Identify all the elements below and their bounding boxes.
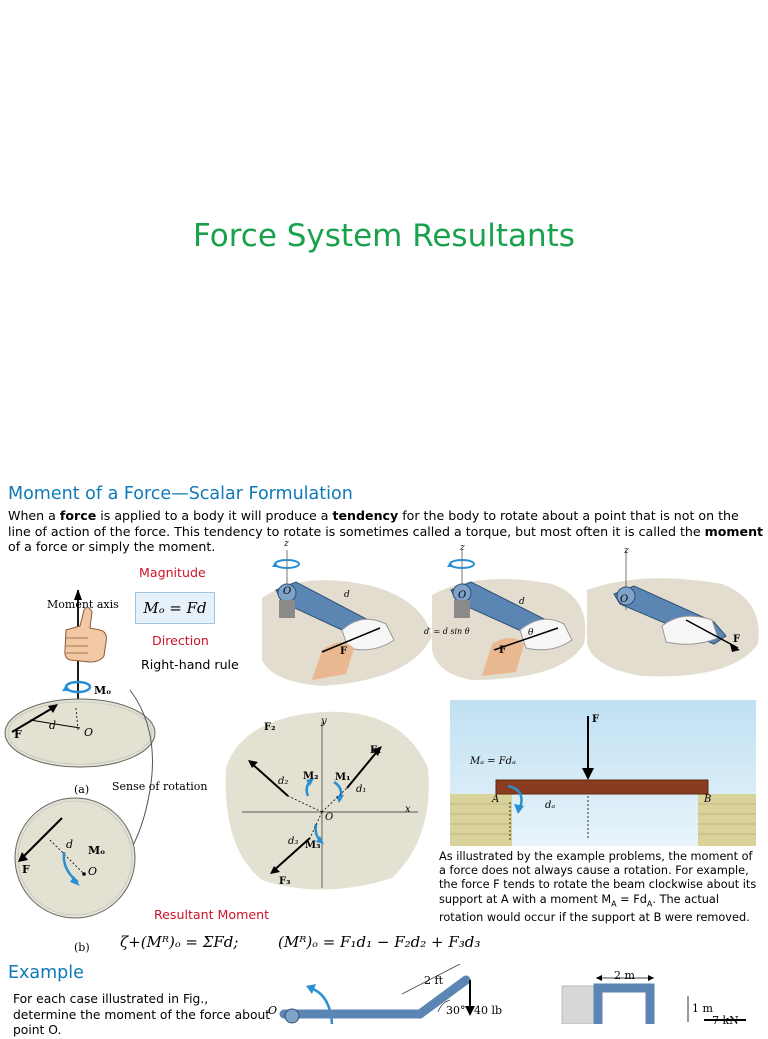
wrench2-theta: θ — [528, 628, 534, 638]
o-label-a: O — [84, 726, 94, 739]
d-label-a: d — [49, 719, 57, 732]
intro-paragraph: When a force is applied to a body it wil… — [8, 508, 764, 554]
resultant-eq-expanded: (Mᴿ)ₒ = F₁d₁ − F₂d₂ + F₃d₃ — [278, 933, 481, 951]
beam-f-label: F — [592, 714, 600, 725]
fig-b-label: (b) — [74, 941, 90, 954]
sense-of-rotation-label: Sense of rotation — [112, 780, 208, 793]
beam-ma-label: Mₐ = Fdₐ — [470, 756, 516, 767]
f-label-a: F — [14, 728, 22, 741]
beam-explanation: As illustrated by the example problems, … — [439, 850, 757, 925]
beam-illustration — [450, 700, 756, 846]
wrench1-f: F — [340, 646, 348, 657]
example-30deg-label: 30° — [446, 1004, 466, 1017]
m3-label: M₃ — [305, 840, 321, 851]
example-7kn-label: 7 kN — [712, 1014, 739, 1027]
wrench2-o: O — [458, 590, 467, 601]
wrench2-f: F — [499, 645, 507, 656]
moment-formula: Mₒ = Fd — [135, 592, 215, 624]
wrench2-d: d — [519, 597, 525, 607]
wrench3-o: O — [620, 594, 629, 605]
resultant-moment-diagram — [225, 711, 429, 890]
beam-a-label: A — [492, 794, 500, 805]
wrench1-d: d — [344, 590, 350, 600]
right-hand-rule-label: Right-hand rule — [141, 657, 239, 672]
mo-label-b: Mₒ — [88, 844, 106, 857]
mo-label-a: Mₒ — [94, 684, 112, 697]
f1-label: F₁ — [370, 745, 382, 756]
example-2ft-label: 2 ft — [424, 974, 443, 987]
m1-label: M₁ — [335, 772, 351, 783]
beam-b-label: B — [704, 794, 712, 805]
resultant-moment-label: Resultant Moment — [154, 907, 270, 922]
example-heading: Example — [8, 963, 84, 983]
wrench1-o: O — [283, 586, 292, 597]
wrench1-z: z — [284, 539, 289, 549]
d2-label: d₂ — [278, 776, 289, 787]
example-40lb-label: 40 lb — [474, 1004, 503, 1017]
example-text: For each case illustrated in Fig., deter… — [13, 992, 271, 1037]
wrench2-z: z — [460, 543, 465, 553]
fig-a-label: (a) — [74, 783, 90, 796]
origin-label: O — [325, 812, 334, 823]
d-label-b: d — [66, 838, 74, 851]
d1-label: d₁ — [356, 784, 367, 795]
example-figures — [279, 964, 746, 1024]
page-title: Force System Resultants — [193, 218, 575, 254]
thumbs-up-hand-icon — [64, 606, 107, 663]
moment-diagram-ab — [4, 590, 156, 919]
m2-label: M₂ — [303, 771, 319, 782]
y-axis-label: y — [321, 716, 327, 727]
o-label-b: O — [88, 865, 98, 878]
magnitude-label: Magnitude — [139, 565, 206, 580]
example-1m-label: 1 m — [692, 1002, 713, 1015]
d3-label: d₃ — [288, 836, 299, 847]
x-axis-label: x — [405, 804, 411, 815]
section-heading: Moment of a Force—Scalar Formulation — [8, 484, 353, 504]
wrench-illustrations — [262, 550, 759, 686]
wrench3-f: F — [733, 634, 741, 645]
f-label-b: F — [22, 863, 30, 876]
example-o-label: O — [268, 1004, 278, 1017]
f3-label: F₃ — [279, 876, 291, 887]
wrench2-dprime: d′ = d sin θ — [424, 627, 470, 636]
direction-label: Direction — [152, 633, 209, 648]
moment-axis-label: Moment axis — [47, 598, 119, 611]
f2-label: F₂ — [264, 722, 276, 733]
wrench3-z: z — [624, 546, 629, 556]
beam-da-label: dₐ — [545, 800, 556, 811]
resultant-eq-sum: ζ+(Mᴿ)ₒ = ΣFd; — [120, 933, 239, 951]
example-2m-label: 2 m — [614, 969, 635, 982]
